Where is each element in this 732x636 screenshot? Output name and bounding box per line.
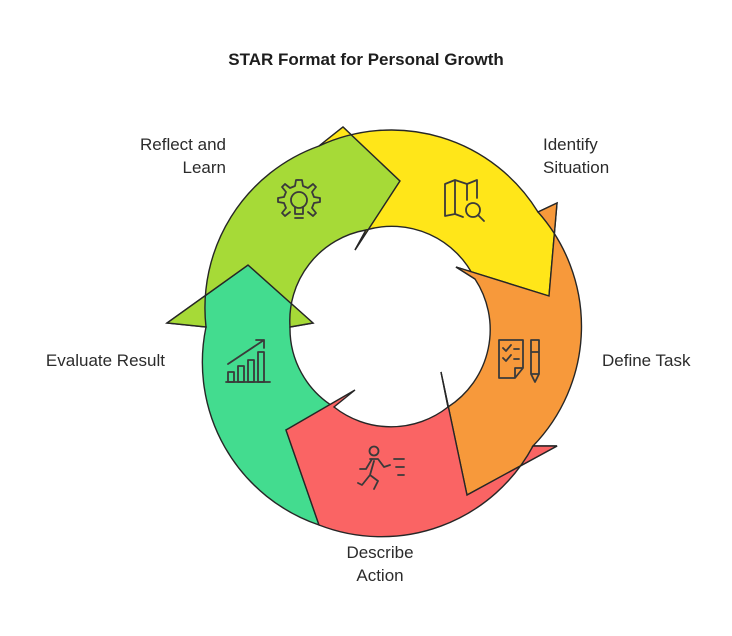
segment-describe <box>285 371 558 538</box>
segment-evaluate <box>165 264 336 527</box>
map-search-icon <box>444 179 485 222</box>
segment-identify <box>318 126 558 297</box>
label-evaluate-result: Evaluate Result <box>45 351 165 370</box>
segment-define <box>440 201 583 497</box>
growth-chart-icon <box>225 339 271 383</box>
segment-reflect <box>165 126 401 328</box>
label-define-task: Define Task <box>602 351 691 370</box>
running-person-icon <box>357 445 405 490</box>
gear-lightbulb-icon <box>277 179 321 219</box>
diagram-title: STAR Format for Personal Growth <box>228 50 504 69</box>
checklist-pen-icon <box>498 339 540 383</box>
